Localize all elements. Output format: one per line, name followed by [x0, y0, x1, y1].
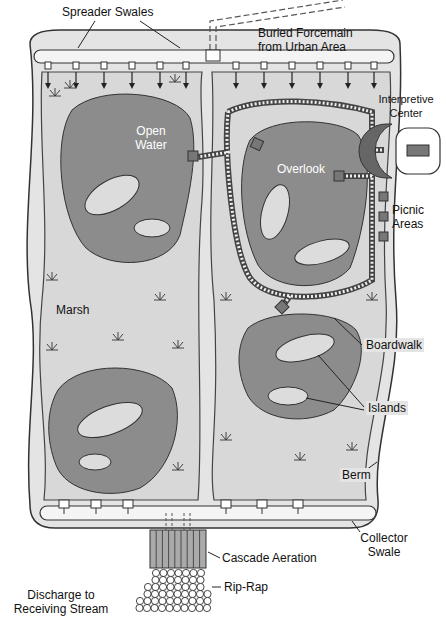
- collector-swale: [40, 506, 376, 520]
- label-text: Buried Forcemain from Urban Area: [258, 26, 368, 54]
- label-text: Boardwalk: [364, 338, 424, 352]
- label-text: Discharge to Receiving Stream: [6, 588, 116, 616]
- picnic-area: [379, 192, 388, 201]
- open-water: [61, 94, 194, 262]
- label-text: Marsh: [56, 303, 106, 317]
- island: [73, 395, 146, 445]
- label-text: Islands: [366, 401, 408, 415]
- cascade-steps: [156, 530, 199, 568]
- island: [79, 167, 146, 223]
- picnic-area: [379, 232, 388, 241]
- distributors: [45, 62, 377, 89]
- cascade-aeration: [150, 530, 206, 568]
- rip-rap: [136, 569, 211, 611]
- open-water: [239, 314, 361, 419]
- label-text: Collector Swale: [348, 531, 420, 559]
- label-text: Interpretive Center: [369, 92, 443, 120]
- label-text: Overlook: [270, 162, 332, 176]
- island: [273, 329, 337, 368]
- marsh-grass: [46, 74, 378, 470]
- open-water: [242, 122, 368, 286]
- viewing-platform: [275, 300, 289, 314]
- label-text: Cascade Aeration: [222, 551, 332, 565]
- junction-box: [206, 50, 220, 61]
- leader-lines: [78, 21, 377, 587]
- marsh-cell: [40, 72, 203, 500]
- label-text: Berm: [340, 468, 373, 482]
- island: [268, 387, 308, 405]
- viewing-platform: [188, 151, 198, 161]
- island: [79, 454, 111, 470]
- island: [255, 182, 295, 243]
- viewing-platform: [250, 137, 263, 150]
- overlook-platform: [334, 171, 344, 181]
- boardwalk: [198, 101, 384, 304]
- island: [292, 234, 352, 270]
- label-text: Spreader Swales: [62, 5, 182, 19]
- outer-berm: [27, 30, 401, 528]
- interpretive-center: [359, 124, 392, 178]
- interpretive-center: [396, 128, 440, 174]
- island: [134, 219, 170, 237]
- picnic-area: [379, 212, 388, 221]
- label-text: Picnic Areas: [392, 203, 442, 231]
- label-text: Open Water: [124, 124, 178, 152]
- collector-inlets: [59, 500, 303, 514]
- open-water: [49, 368, 178, 493]
- outlet-pipes: [166, 513, 190, 530]
- interpretive-center: [407, 145, 429, 156]
- label-text: Rip-Rap: [224, 580, 284, 594]
